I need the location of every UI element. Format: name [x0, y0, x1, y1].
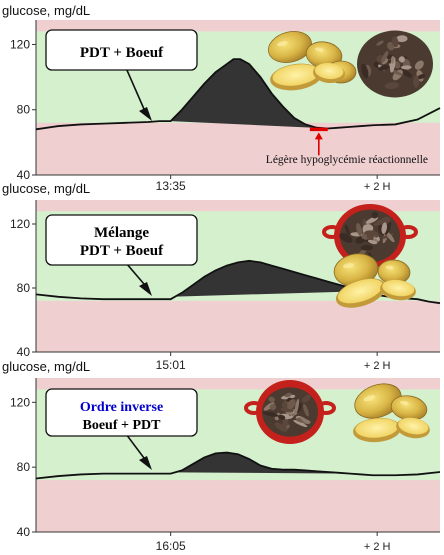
- potato: [305, 41, 343, 69]
- callout-label: PDT + Boeuf: [80, 243, 164, 259]
- callout-arrow-head: [139, 456, 152, 470]
- callout-arrow-head: [139, 107, 152, 121]
- y-axis-label: glucose, mg/dL: [2, 359, 90, 374]
- hypoglycemia-arrow-head: [314, 132, 323, 140]
- y-tick-label: 80: [17, 460, 31, 474]
- potatoes-image: [333, 253, 416, 308]
- hypoglycemia-annotation: Légère hypoglycémie réactionnelle: [266, 154, 428, 166]
- potato: [354, 383, 402, 419]
- callout-box: [45, 388, 198, 437]
- potato-half: [313, 62, 345, 84]
- y-axis-label: glucose, mg/dL: [2, 3, 90, 18]
- potato-half: [335, 278, 387, 308]
- potatoes-image: [353, 383, 430, 443]
- potato-half: [396, 417, 430, 439]
- glucose-chart-1: 40 80 120 glucose, mg/dL 13:35 + 2 H Légère hy…: [2, 3, 441, 193]
- callout-pointer-line: [125, 433, 145, 459]
- glucose-excursion-area: [175, 260, 362, 297]
- x-tick-label: 13:35: [156, 179, 186, 193]
- beef-in-red-pan-image: [244, 380, 336, 444]
- potato-half: [270, 63, 322, 91]
- y-tick-label: 120: [10, 395, 30, 409]
- glucose-excursion-area: [175, 452, 351, 474]
- y-tick-label: 120: [10, 217, 30, 231]
- potato: [267, 31, 313, 63]
- callout-label: Ordre inverse: [80, 400, 163, 415]
- y-tick-label: 80: [17, 103, 31, 117]
- y-axis-label: glucose, mg/dL: [2, 181, 90, 196]
- potato-half: [380, 279, 416, 301]
- beef-stew: [339, 209, 400, 263]
- y-tick-label: 80: [17, 281, 31, 295]
- callout-label: Mélange: [94, 225, 149, 241]
- potatoes-image: [267, 31, 357, 91]
- x-tick-label: + 2 H: [364, 360, 391, 372]
- callout-pointer-line: [125, 262, 145, 285]
- callout-box: [45, 29, 198, 71]
- x-tick-label: 16:05: [156, 539, 186, 553]
- callout-pointer-line: [125, 67, 145, 110]
- beef-image: [357, 30, 433, 98]
- potato: [390, 395, 428, 421]
- glucose-curve: [35, 58, 441, 131]
- glucose-excursion-area: [170, 59, 324, 129]
- glucose-curve: [35, 451, 441, 480]
- x-tick-label: + 2 H: [364, 181, 391, 193]
- callout-arrow-head: [139, 282, 152, 296]
- y-tick-label: 40: [17, 345, 31, 359]
- y-tick-label: 40: [17, 525, 31, 539]
- glucose-chart-3: 40 80 120 glucose, mg/dL 16:05 + 2 H Ordre inv…: [2, 359, 441, 553]
- callout-label: PDT + Boeuf: [80, 45, 164, 61]
- callout-box: [45, 214, 198, 266]
- beef-in-red-pan-image: [322, 204, 418, 268]
- callout-label: Boeuf + PDT: [83, 418, 162, 433]
- potato-half: [353, 417, 401, 443]
- x-tick-label: 15:01: [156, 358, 186, 372]
- y-tick-label: 120: [10, 37, 30, 51]
- beef-stew: [262, 387, 318, 437]
- y-tick-label: 40: [17, 168, 31, 182]
- x-tick-label: + 2 H: [364, 541, 391, 553]
- beef-stew: [357, 30, 433, 98]
